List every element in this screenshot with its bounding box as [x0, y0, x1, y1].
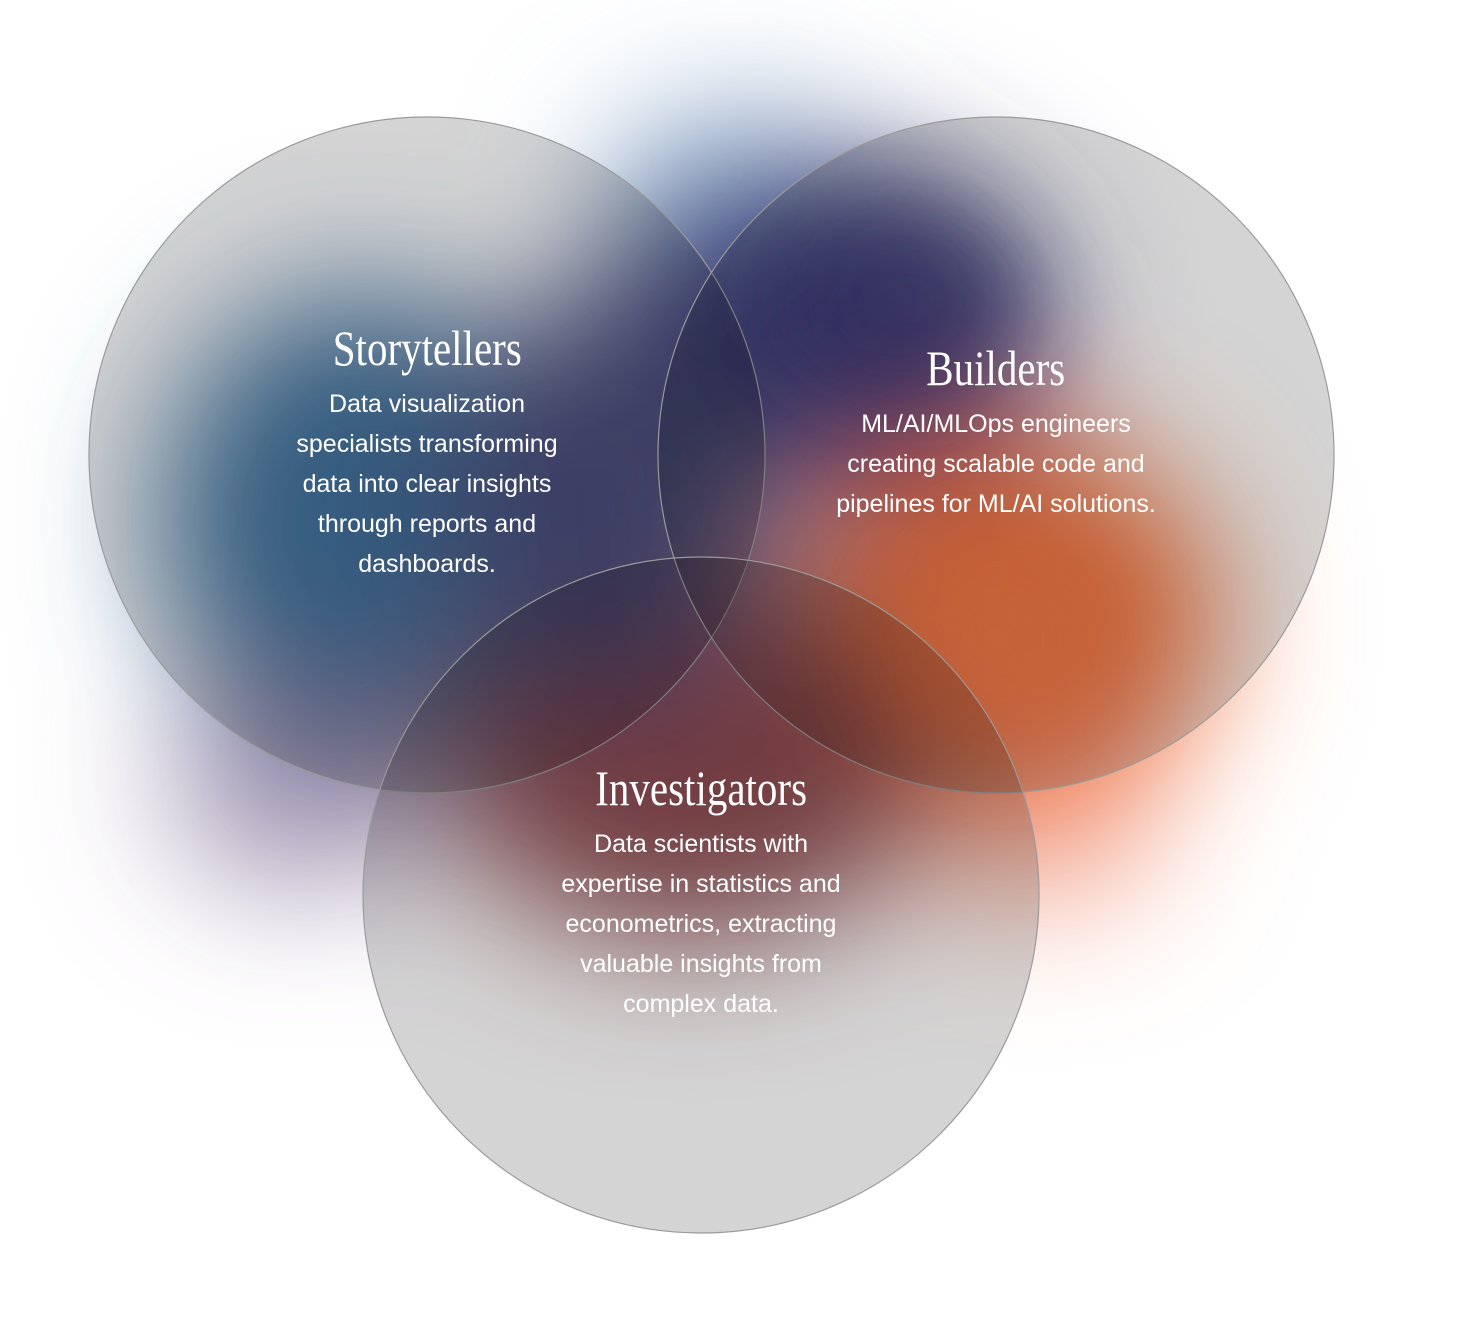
storytellers-label: Storytellers Data visualization speciali…	[217, 320, 637, 584]
builders-title: Builders	[926, 340, 1066, 396]
investigators-title: Investigators	[595, 760, 807, 816]
builders-circle	[657, 116, 1335, 794]
builders-description: ML/AI/MLOps engineers creating scalable …	[836, 410, 1156, 518]
investigators-description: Data scientists with expertise in statis…	[561, 830, 841, 1018]
storytellers-title: Storytellers	[332, 320, 522, 376]
storytellers-description: Data visualization specialists transform…	[296, 390, 558, 578]
storytellers-circle	[88, 116, 766, 794]
investigators-label: Investigators Data scientists with exper…	[491, 760, 911, 1024]
investigators-circle	[362, 556, 1040, 1234]
builders-label: Builders ML/AI/MLOps engineers creating …	[786, 340, 1206, 524]
